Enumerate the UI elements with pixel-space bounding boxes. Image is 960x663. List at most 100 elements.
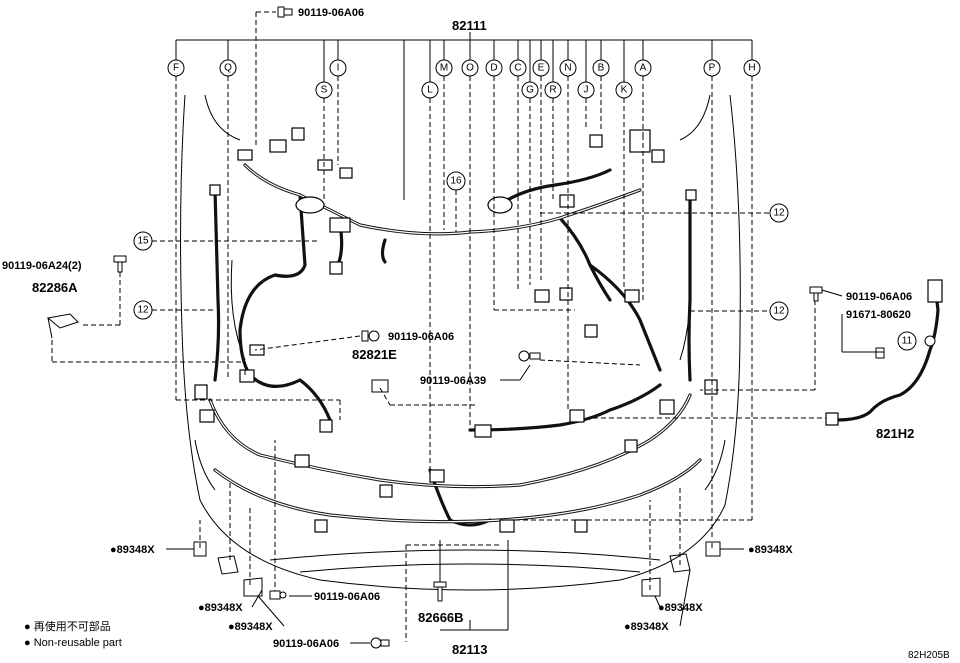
legend-en: ● Non-reusable part <box>24 637 122 649</box>
callout-d: D <box>485 59 503 77</box>
svg-text:16: 16 <box>450 176 462 187</box>
callout-k: K <box>615 81 633 99</box>
bolt-icon-bottom2 <box>370 637 390 649</box>
callout-12-right-top: 12 <box>769 203 789 223</box>
label-clip-2: ●89348X <box>198 602 243 614</box>
label-bolt-top: 90119-06A06 <box>298 7 364 19</box>
callout-12-left: 12 <box>133 300 153 320</box>
svg-text:15: 15 <box>137 236 149 247</box>
nut-icon-right <box>875 347 885 359</box>
callout-12-right-mid: 12 <box>769 301 789 321</box>
bolt-icon-left <box>113 255 127 273</box>
svg-text:L: L <box>427 85 433 96</box>
clip-icon-2 <box>217 555 239 575</box>
bracket-icon-82821e <box>371 379 389 393</box>
label-82113: 82113 <box>452 642 487 657</box>
main-wire-harness <box>208 163 702 527</box>
callout-i: I <box>329 59 347 77</box>
svg-text:12: 12 <box>137 305 149 316</box>
label-82286a: 82286A <box>32 280 78 295</box>
legend-jp: ● 再使用不可部品 <box>24 619 111 633</box>
bolt-icon-bottom1 <box>269 590 287 600</box>
clip-icon-4 <box>641 577 661 597</box>
svg-text:H: H <box>748 63 755 74</box>
label-bolt-right: 90119-06A06 <box>846 291 912 303</box>
clamp-icon-82286a <box>46 313 79 339</box>
label-bolt-bottom2: 90119-06A06 <box>273 638 339 650</box>
diagram-code: 82H205B <box>908 650 950 661</box>
callout-j: J <box>577 81 595 99</box>
bolt-icon-mid2 <box>518 350 541 362</box>
part-labels: 82111 90119-06A06 90119-06A24(2) 82286A … <box>2 7 914 657</box>
callout-c: C <box>509 59 527 77</box>
label-bolt-left: 90119-06A24(2) <box>2 260 82 272</box>
svg-text:12: 12 <box>773 208 785 219</box>
callout-b: B <box>592 59 610 77</box>
svg-text:M: M <box>440 63 448 74</box>
bolt-icon-82666b <box>433 581 447 602</box>
callout-p: P <box>703 59 721 77</box>
callout-letters-top: F Q I M O D C E N B A P H <box>167 59 761 77</box>
svg-text:A: A <box>640 63 647 74</box>
label-821h2: 821H2 <box>876 426 914 441</box>
svg-text:R: R <box>549 85 556 96</box>
svg-text:N: N <box>564 63 571 74</box>
callout-letters-second: S L G R J K <box>315 81 633 99</box>
label-clip-4: ●89348X <box>658 602 703 614</box>
label-82666b: 82666B <box>418 610 464 625</box>
label-82821e: 82821E <box>352 347 397 362</box>
bolt-icon-right <box>809 286 823 302</box>
clip-icon-1 <box>193 541 207 557</box>
svg-text:J: J <box>584 85 589 96</box>
clip-icon-3 <box>243 577 263 597</box>
vehicle-body-outline <box>180 94 741 591</box>
callout-s: S <box>315 81 333 99</box>
callout-a: A <box>634 59 652 77</box>
svg-text:C: C <box>514 63 521 74</box>
callout-11: 11 <box>897 331 917 351</box>
svg-text:K: K <box>621 85 628 96</box>
callout-16: 16 <box>446 171 466 191</box>
separate-wire-821h2 <box>825 279 943 426</box>
label-clip-6: ●89348X <box>748 544 793 556</box>
callout-g: G <box>521 81 539 99</box>
callout-leaders <box>51 11 830 642</box>
svg-text:Q: Q <box>224 63 232 74</box>
callout-r: R <box>544 81 562 99</box>
svg-text:12: 12 <box>773 306 785 317</box>
svg-text:P: P <box>709 63 716 74</box>
bolt-icon-mid <box>361 330 380 342</box>
svg-text:B: B <box>598 63 605 74</box>
label-clip-3: ●89348X <box>228 621 273 633</box>
label-clip-5: ●89348X <box>624 621 669 633</box>
clip-icon-6 <box>705 541 721 557</box>
label-bolt-mid: 90119-06A06 <box>388 331 454 343</box>
svg-text:E: E <box>538 63 545 74</box>
harness-connectors <box>194 127 718 533</box>
svg-text:S: S <box>321 85 328 96</box>
bolt-icon-top <box>277 6 293 18</box>
svg-text:O: O <box>466 63 474 74</box>
svg-text:11: 11 <box>902 336 913 347</box>
legend: ● 再使用不可部品 ● Non-reusable part <box>24 619 122 649</box>
label-clip-1: ●89348X <box>110 544 155 556</box>
svg-text:I: I <box>337 63 340 74</box>
callout-h: H <box>743 59 761 77</box>
svg-text:F: F <box>173 63 179 74</box>
callout-n: N <box>559 59 577 77</box>
label-bolt-mid2: 90119-06A39 <box>420 375 486 387</box>
svg-text:D: D <box>490 63 497 74</box>
numbered-callouts: 15 16 12 12 12 11 <box>133 171 917 351</box>
callout-15: 15 <box>133 231 153 251</box>
callout-o: O <box>461 59 479 77</box>
label-bolt-bottom1: 90119-06A06 <box>314 591 380 603</box>
callout-l: L <box>421 81 439 99</box>
callout-m: M <box>435 59 453 77</box>
callout-e: E <box>532 59 550 77</box>
callout-f: F <box>167 59 185 77</box>
clip-label-leaders <box>166 289 884 644</box>
label-nut-right: 91671-80620 <box>846 309 911 321</box>
label-82111: 82111 <box>452 18 487 33</box>
